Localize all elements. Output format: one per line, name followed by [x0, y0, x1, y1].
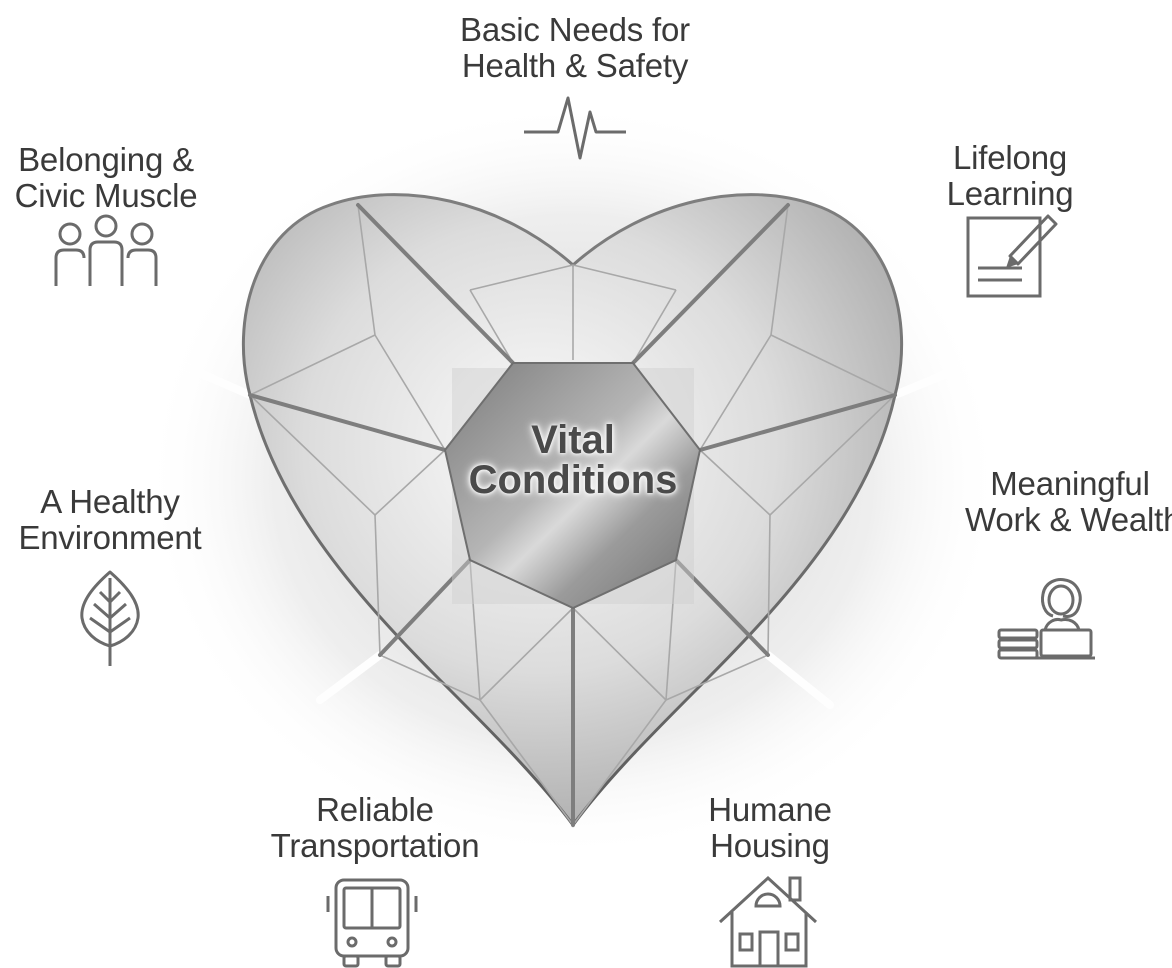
label-reliable-transportation: Reliable Transportation — [270, 791, 480, 864]
center-title: Vital Conditions — [448, 420, 698, 500]
notepad-pen-icon — [966, 214, 1058, 298]
label-basic-needs: Basic Needs for Health & Safety — [460, 11, 690, 84]
label-belonging: Belonging & Civic Muscle — [14, 141, 198, 214]
people-group-icon — [54, 214, 158, 286]
label-humane-housing: Humane Housing — [708, 791, 832, 864]
center-title-line1: Vital — [531, 418, 615, 462]
bus-icon — [326, 878, 418, 968]
heart-facets-bold — [248, 203, 897, 827]
heart-facets-thin — [249, 204, 896, 826]
label-meaningful-work: Meaningful Work & Wealth — [965, 465, 1172, 538]
label-healthy-environment: A Healthy Environment — [18, 483, 202, 556]
center-title-line2: Conditions — [468, 458, 678, 502]
label-lifelong-learning: Lifelong Learning — [946, 139, 1074, 212]
light-rays — [166, 136, 984, 968]
house-icon — [718, 875, 818, 968]
worker-at-laptop-icon — [997, 578, 1095, 660]
heartbeat-icon — [524, 96, 626, 160]
center-heptagon — [443, 362, 702, 610]
leaf-icon — [80, 570, 140, 666]
